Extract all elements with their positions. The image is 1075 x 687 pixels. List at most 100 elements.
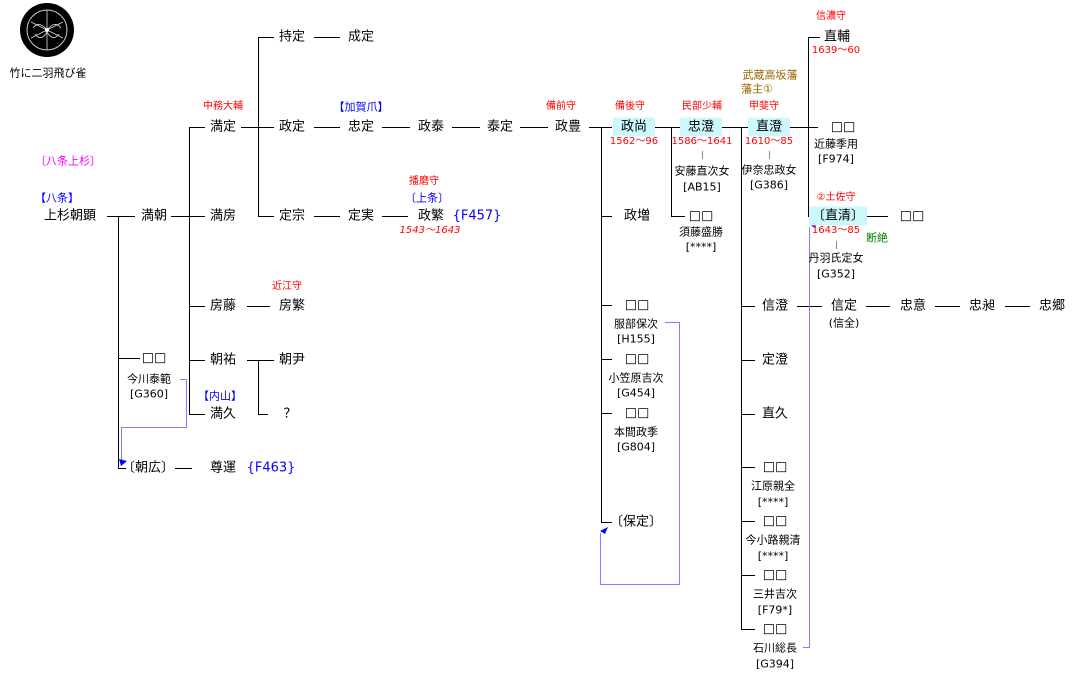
title-label: 民部少輔 bbox=[682, 101, 722, 112]
person-masasada: 政定 bbox=[278, 119, 306, 135]
house-label: 〔八条上杉〕 bbox=[35, 154, 101, 168]
title-label: 播磨守 bbox=[409, 176, 439, 187]
person-fusashige: 房繁 bbox=[278, 298, 306, 314]
years-label: 1639～60 bbox=[811, 45, 861, 56]
person-tadanobu: 忠昶 bbox=[968, 298, 996, 314]
person-yasusada2: 〔保定〕 bbox=[609, 514, 663, 530]
adoption-links bbox=[121, 227, 810, 648]
ref-label: [G360] bbox=[129, 387, 169, 401]
ref-label: [H155] bbox=[617, 332, 655, 346]
person-yasusada: 泰定 bbox=[486, 119, 514, 135]
person-naohisa: 直久 bbox=[761, 406, 789, 422]
person-masanao: 政尚 bbox=[612, 117, 656, 137]
person-masashige: 政繁 bbox=[417, 208, 445, 224]
title-label: 備後守 bbox=[615, 101, 645, 112]
person-tadaoki: 忠意 bbox=[899, 298, 927, 314]
person-narisada: 成定 bbox=[347, 29, 375, 45]
person-sonun: 尊運 bbox=[209, 460, 237, 476]
person-masamasu: 政増 bbox=[623, 208, 651, 224]
person-sadazumi: 定澄 bbox=[761, 352, 789, 368]
adoption-arrows bbox=[119, 221, 818, 534]
person-fusafuji: 房藤 bbox=[209, 298, 237, 314]
person-naokiyo: 〔直清〕 bbox=[808, 206, 868, 226]
spouse-label: 安藤直次女 bbox=[674, 164, 730, 178]
ref-label: [G352] bbox=[816, 267, 856, 281]
spouse-label: 石川総長 bbox=[753, 641, 797, 655]
person-naokiyo-child: □□ bbox=[899, 208, 925, 224]
alt-name-label: (信全) bbox=[828, 316, 860, 330]
person-mitsufusa: 満房 bbox=[209, 208, 237, 224]
person-unknown: ？ bbox=[283, 406, 297, 422]
branch-label-kamijo: 〔上条〕 bbox=[405, 191, 449, 205]
person-daughter: □□ bbox=[624, 297, 650, 313]
person-mitsutomo: 満朝 bbox=[140, 208, 168, 224]
marriage-ticks bbox=[702, 151, 837, 249]
extinct-label: 断絶 bbox=[866, 231, 888, 245]
person-mochisada: 持定 bbox=[278, 29, 306, 45]
domain-lord-label: 藩主① bbox=[741, 82, 773, 96]
spouse-label: 服部保次 bbox=[614, 317, 658, 331]
person-mitsuhisa: 満久 bbox=[209, 406, 237, 422]
ref-label: [G454] bbox=[616, 386, 656, 400]
spouse-label: 須藤盛勝 bbox=[679, 225, 723, 239]
person-tomosuke: 朝祐 bbox=[209, 352, 237, 368]
person-tomoaki: 上杉朝顕 bbox=[43, 208, 97, 224]
ref-label: [G804] bbox=[616, 440, 656, 454]
spouse-label: 小笠原吉次 bbox=[608, 371, 664, 385]
ref-label: {F457} bbox=[452, 208, 502, 224]
person-daughter: □□ bbox=[762, 621, 788, 637]
person-sadamune: 定宗 bbox=[278, 208, 306, 224]
ref-label: [G394] bbox=[755, 657, 795, 671]
title-label: 近江守 bbox=[272, 281, 302, 292]
ref-label: [G386] bbox=[749, 178, 789, 192]
spouse-label: 江原親全 bbox=[751, 479, 795, 493]
person-tadasada: 忠定 bbox=[347, 119, 375, 135]
person-daughter: □□ bbox=[762, 567, 788, 583]
person-daughter: □□ bbox=[141, 350, 167, 366]
title-label: ②土佐守 bbox=[816, 192, 856, 203]
person-nobusada: 信定 bbox=[830, 298, 858, 314]
years-label: 1610～85 bbox=[744, 136, 794, 147]
lineage-lines bbox=[107, 37, 1030, 630]
person-daughter: □□ bbox=[688, 208, 714, 224]
branch-label-kagatsume: 【加賀爪】 bbox=[333, 100, 389, 114]
person-masatoyo: 政豊 bbox=[554, 119, 582, 135]
domain-label: 武蔵高坂藩 bbox=[742, 68, 798, 82]
years-label: 1562～96 bbox=[609, 136, 659, 147]
person-nobuzumi: 信澄 bbox=[761, 298, 789, 314]
person-naosuke: 直輔 bbox=[823, 29, 851, 45]
spouse-label: 近藤季用 bbox=[814, 137, 858, 151]
person-naozumi: 直澄 bbox=[747, 117, 791, 137]
person-tomotada: 朝尹 bbox=[278, 352, 306, 368]
ref-label: [F79*] bbox=[757, 603, 793, 617]
person-mitsusada: 満定 bbox=[209, 119, 237, 135]
ref-label: [****] bbox=[685, 240, 717, 254]
person-sadazane: 定実 bbox=[347, 208, 375, 224]
branch-label-uchiyama: 【内山】 bbox=[198, 389, 242, 403]
person-daughter: □□ bbox=[762, 459, 788, 475]
person-daughter: □□ bbox=[624, 351, 650, 367]
title-label: 信濃守 bbox=[816, 11, 846, 22]
years-label: 1586～1641 bbox=[671, 136, 733, 147]
spouse-label: 本間政季 bbox=[614, 425, 658, 439]
title-label: 備前守 bbox=[546, 101, 576, 112]
ref-label: {F463} bbox=[246, 460, 296, 476]
spouse-label: 丹羽氏定女 bbox=[808, 251, 864, 265]
branch-label-hachijo: 【八条】 bbox=[35, 191, 79, 205]
person-daughter: □□ bbox=[830, 119, 856, 135]
ref-label: [F974] bbox=[818, 152, 854, 166]
spouse-label: 伊奈忠政女 bbox=[741, 163, 797, 177]
person-tomohiro: 〔朝広〕 bbox=[121, 460, 175, 476]
title-label: 中務大輔 bbox=[203, 101, 243, 112]
person-masayasu: 政泰 bbox=[417, 119, 445, 135]
years-label: 1643～85 bbox=[811, 225, 861, 236]
years-label: 1543～1643 bbox=[399, 225, 461, 236]
title-label: 甲斐守 bbox=[749, 101, 779, 112]
ref-label: [****] bbox=[757, 549, 789, 563]
family-crest-icon bbox=[19, 2, 75, 62]
person-daughter: □□ bbox=[762, 513, 788, 529]
person-tadazumi: 忠澄 bbox=[679, 117, 723, 137]
spouse-label: 今川泰範 bbox=[127, 372, 171, 386]
ref-label: [****] bbox=[757, 495, 789, 509]
